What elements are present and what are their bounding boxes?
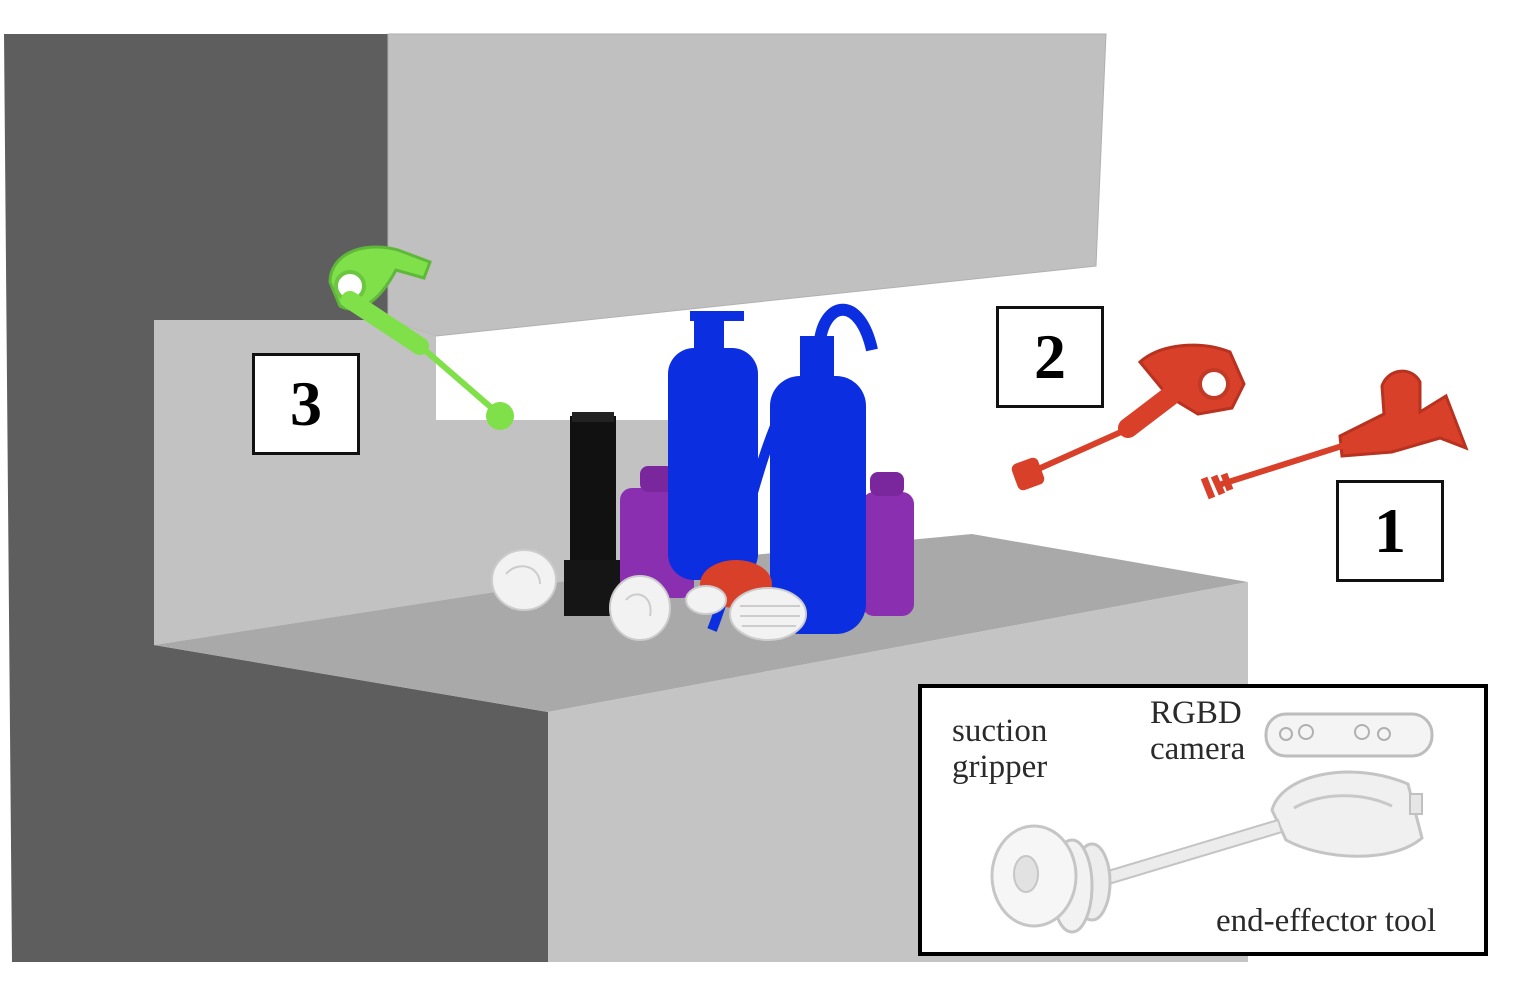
- gripper-pose-2: [1011, 343, 1246, 491]
- lightbulb-right: [685, 585, 807, 641]
- pose-marker-3: 3: [252, 353, 360, 455]
- pose-marker-1: 1: [1336, 480, 1444, 582]
- tool-shaft-illustration: [1096, 818, 1284, 888]
- label-gripper: gripper: [952, 749, 1048, 785]
- gripper-pose-3: [328, 245, 514, 430]
- lightbulb-middle: [609, 575, 671, 641]
- label-suction: suction: [952, 713, 1048, 749]
- fire-extinguisher-left: [668, 311, 758, 580]
- label-rgbd: RGBD: [1150, 695, 1242, 731]
- rgbd-camera-illustration: [1264, 712, 1434, 758]
- end-effector-drawing: [990, 712, 1434, 934]
- bin-floor: [154, 534, 1248, 712]
- gripper-pose-1: [1200, 369, 1469, 500]
- lightbulb-left: [491, 549, 557, 611]
- upper-shelf-block: [387, 33, 1107, 337]
- pose-marker-2: 2: [996, 306, 1104, 408]
- flashlight-object: [564, 412, 620, 616]
- label-end-effector-tool: end-effector tool: [1216, 903, 1437, 939]
- end-effector-inset: suction gripper RGBD camera end-effector…: [918, 684, 1488, 956]
- label-camera: camera: [1150, 731, 1246, 767]
- suction-cup-illustration: [990, 824, 1112, 934]
- tool-mount-illustration: [1270, 770, 1424, 858]
- shelf-side-wall: [4, 34, 548, 962]
- spray-can-right: [862, 472, 914, 616]
